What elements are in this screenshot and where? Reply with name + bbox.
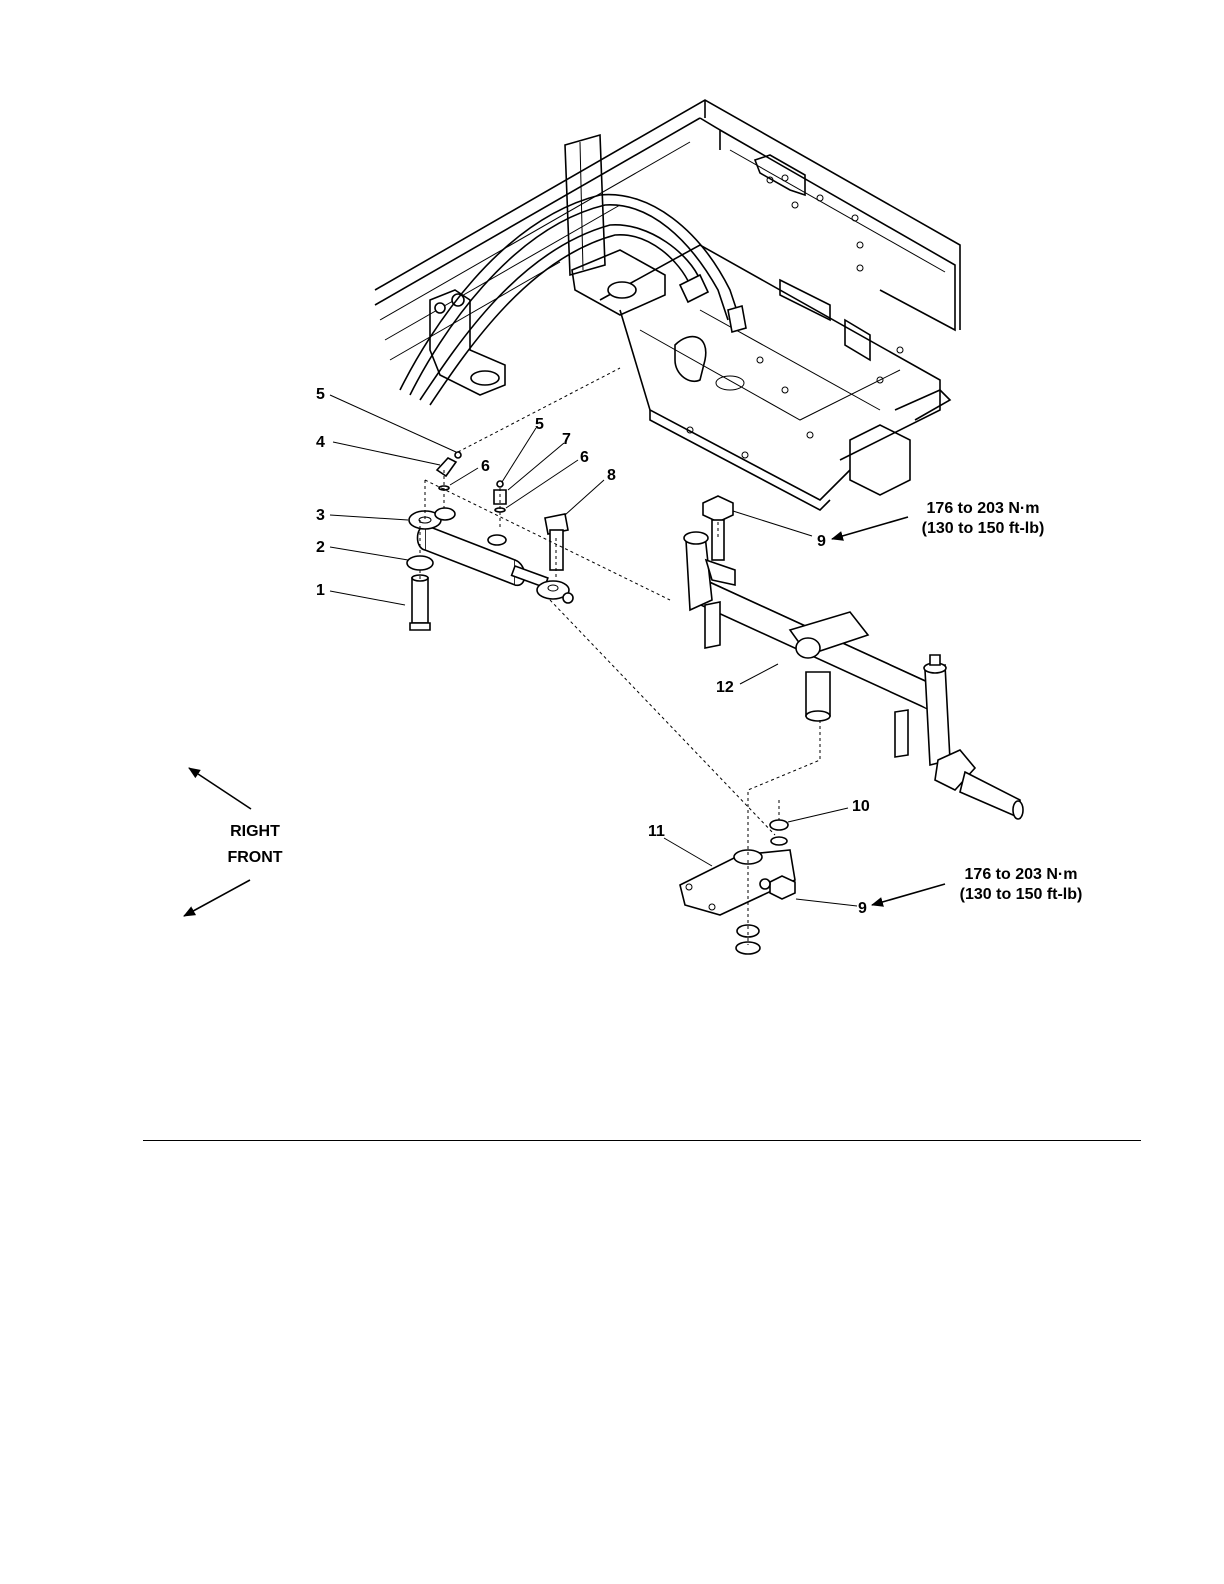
callout-5-middle: 5 [535, 416, 544, 433]
dust-cap-upper [455, 452, 461, 458]
elbow-fitting [437, 458, 456, 476]
callout-4: 4 [316, 434, 325, 451]
direction-front-label: FRONT [227, 849, 282, 866]
flange-nut-lower [770, 876, 795, 899]
washer-upper [770, 820, 788, 830]
callout-6-upper: 6 [481, 458, 490, 475]
pivot-pin [410, 575, 430, 630]
callout-10: 10 [852, 798, 870, 815]
callout-8: 8 [607, 467, 616, 484]
torque-arrow-lower [872, 884, 945, 905]
torque-spec-upper: 176 to 203 N·m (130 to 150 ft-lb) [922, 500, 1045, 537]
front-axle [684, 496, 1023, 819]
torque-lower-imperial: (130 to 150 ft-lb) [960, 886, 1083, 903]
callout-9-upper: 9 [817, 533, 826, 550]
flange-nut-upper [703, 496, 733, 522]
callout-2: 2 [316, 539, 325, 556]
callout-numbers: 1 2 3 4 5 5 6 6 7 8 9 9 10 11 12 [316, 386, 870, 917]
washer-lower [771, 837, 787, 845]
steering-arm [680, 850, 795, 915]
callout-1: 1 [316, 582, 325, 599]
callout-11: 11 [648, 823, 665, 840]
torque-spec-lower: 176 to 203 N·m (130 to 150 ft-lb) [960, 866, 1083, 903]
callout-12: 12 [716, 679, 734, 696]
front-arrow [184, 880, 250, 916]
retaining-ring [407, 556, 433, 570]
horizontal-rule [143, 1140, 1141, 1141]
callout-5-upper: 5 [316, 386, 325, 403]
callout-9-lower: 9 [858, 900, 867, 917]
vehicle-frame [375, 100, 960, 510]
snap-ring-lower [736, 942, 760, 954]
cylinder-bolt [545, 514, 568, 570]
right-arrow [189, 768, 251, 809]
torque-arrow-upper [832, 517, 908, 539]
callout-6-middle: 6 [580, 449, 589, 466]
callout-3: 3 [316, 507, 325, 524]
torque-upper-imperial: (130 to 150 ft-lb) [922, 520, 1045, 537]
direction-right-label: RIGHT [230, 823, 280, 840]
torque-upper-metric: 176 to 203 N·m [927, 500, 1040, 517]
callout-7: 7 [562, 431, 571, 448]
torque-lower-metric: 176 to 203 N·m [965, 866, 1078, 883]
